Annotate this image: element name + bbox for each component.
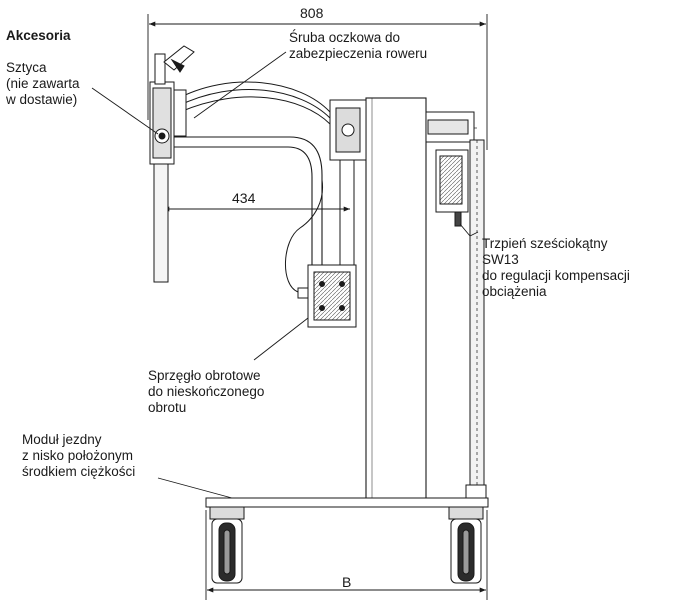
running-module — [205, 497, 489, 520]
rotary-head — [329, 99, 367, 265]
seatpost — [149, 45, 195, 283]
running-module-label: Moduł jezdny z nisko położonym środkiem … — [22, 432, 136, 479]
dimension-b — [205, 510, 488, 600]
cables — [174, 81, 331, 293]
accessories-title: Akcesoria — [6, 28, 71, 43]
eye-bolt-label: Śruba oczkowa do zabezpieczenia roweru — [289, 30, 428, 61]
hex-pin-label: Trzpień sześciokątny SW13 do regulacji k… — [482, 236, 630, 299]
accessories-description: Sztyca (nie zawarta w dostawie) — [6, 60, 80, 107]
dimension-b-value: B — [342, 574, 352, 590]
caster-wheel-left — [211, 518, 243, 584]
rotary-coupling — [297, 264, 357, 328]
load-compensation-unit — [425, 111, 487, 500]
dimension-434-value: 434 — [232, 190, 256, 206]
leader-lines — [91, 51, 479, 499]
rotary-coupling-label: Sprzęgło obrotowe do nieskończonego obro… — [148, 368, 265, 415]
dimension-808 — [147, 14, 488, 150]
caster-wheel-right — [450, 518, 482, 584]
main-column — [365, 97, 427, 505]
dimension-808-value: 808 — [300, 5, 324, 21]
accessories-label: Akcesoria Sztyca (nie zawarta w dostawie… — [6, 12, 80, 108]
support-arm — [172, 136, 323, 265]
